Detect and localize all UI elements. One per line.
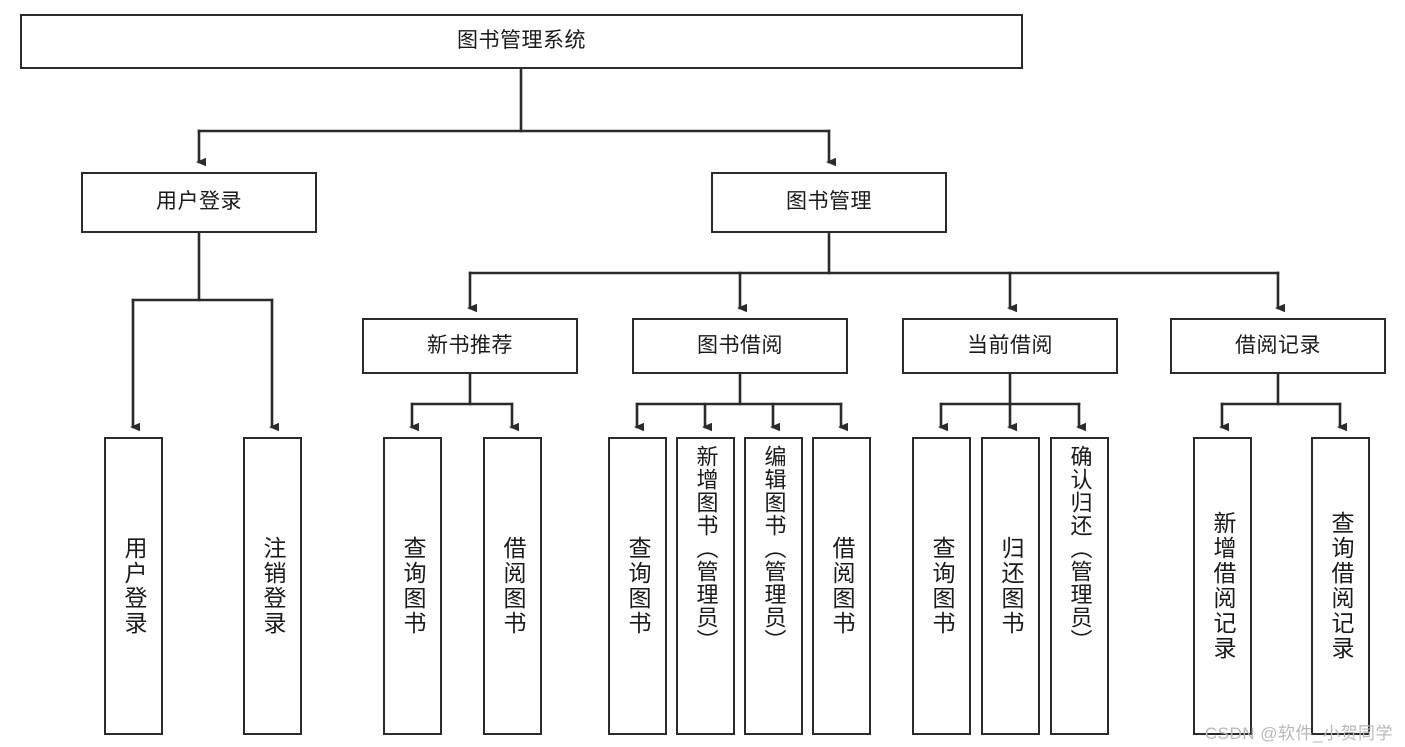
node-leaf-logout-login-label: 注销登录 [260, 536, 286, 636]
node-leaf-add-book[interactable]: 新增图书（管理员） [676, 437, 735, 735]
node-leaf-query-record[interactable]: 查询借阅记录 [1311, 437, 1370, 735]
node-current-borrow-label: 当前借阅 [967, 333, 1053, 357]
node-leaf-confirm-return[interactable]: 确认归还（管理员） [1050, 437, 1109, 735]
node-leaf-query-record-label: 查询借阅记录 [1328, 511, 1354, 661]
node-leaf-query-book-1-label: 查询图书 [400, 536, 426, 636]
node-leaf-return-book-label: 归还图书 [998, 536, 1024, 636]
node-leaf-borrow-book-2[interactable]: 借阅图书 [812, 437, 871, 735]
node-leaf-add-book-label: 新增图书（管理员） [693, 445, 719, 652]
node-leaf-edit-book-label: 编辑图书（管理员） [761, 445, 787, 652]
node-leaf-borrow-book-2-label: 借阅图书 [829, 536, 855, 636]
node-book-borrow[interactable]: 图书借阅 [632, 318, 848, 374]
node-book-management[interactable]: 图书管理 [711, 172, 947, 233]
node-leaf-user-login-label: 用户登录 [121, 536, 147, 636]
node-leaf-borrow-book-1-label: 借阅图书 [500, 536, 526, 636]
node-new-book-recommend-label: 新书推荐 [427, 333, 513, 357]
node-leaf-return-book[interactable]: 归还图书 [981, 437, 1040, 735]
node-new-book-recommend[interactable]: 新书推荐 [362, 318, 578, 374]
node-leaf-add-record[interactable]: 新增借阅记录 [1193, 437, 1252, 735]
node-book-borrow-label: 图书借阅 [697, 333, 783, 357]
node-leaf-query-book-2[interactable]: 查询图书 [608, 437, 667, 735]
node-leaf-query-book-1[interactable]: 查询图书 [383, 437, 442, 735]
node-user-login-label: 用户登录 [156, 190, 242, 214]
node-root-label: 图书管理系统 [457, 29, 586, 53]
node-borrow-record-label: 借阅记录 [1235, 333, 1321, 357]
node-leaf-confirm-return-label: 确认归还（管理员） [1067, 445, 1093, 652]
node-leaf-borrow-book-1[interactable]: 借阅图书 [483, 437, 542, 735]
node-leaf-query-book-3-label: 查询图书 [929, 536, 955, 636]
node-book-management-label: 图书管理 [786, 190, 872, 214]
node-leaf-add-record-label: 新增借阅记录 [1210, 511, 1236, 661]
watermark: CSDN @软件_小贺同学 [1204, 724, 1393, 743]
node-leaf-query-book-2-label: 查询图书 [625, 536, 651, 636]
node-current-borrow[interactable]: 当前借阅 [902, 318, 1118, 374]
node-leaf-edit-book[interactable]: 编辑图书（管理员） [744, 437, 803, 735]
node-leaf-query-book-3[interactable]: 查询图书 [912, 437, 971, 735]
node-root[interactable]: 图书管理系统 [20, 14, 1023, 69]
node-user-login[interactable]: 用户登录 [81, 172, 317, 233]
node-leaf-logout-login[interactable]: 注销登录 [243, 437, 302, 735]
node-leaf-user-login[interactable]: 用户登录 [104, 437, 163, 735]
node-borrow-record[interactable]: 借阅记录 [1170, 318, 1386, 374]
